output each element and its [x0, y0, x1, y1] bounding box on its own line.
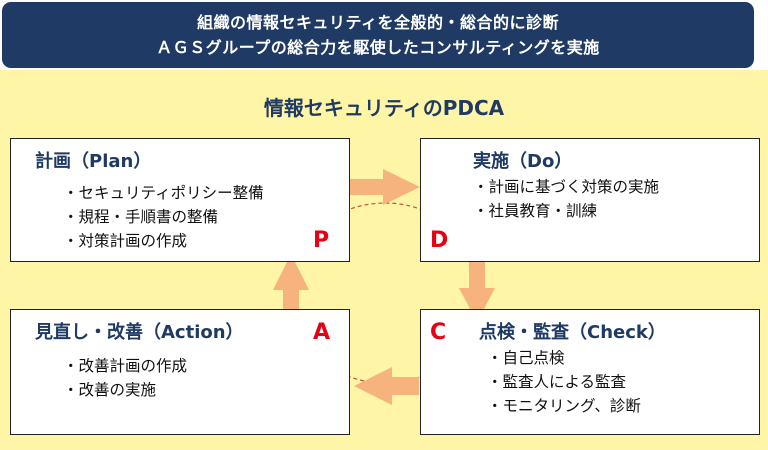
arrow-check-to-action — [354, 367, 419, 405]
arrow-do-to-check — [459, 262, 495, 322]
plan-items: ・セキュリティポリシー整備 ・規程・手順書の整備 ・対策計画の作成 — [63, 181, 264, 253]
banner-line-2: ＡＧＳグループの総合力を駆使したコンサルティングを実施 — [156, 38, 600, 57]
cycle-letter-c: C — [430, 320, 447, 345]
check-box: 点検・監査（Check） ・自己点検 ・監査人による監査 ・モニタリング、診断 — [420, 309, 760, 435]
diagram-title: 情報セキュリティのPDCA — [263, 96, 505, 120]
check-heading: 点検・監査（Check） — [479, 322, 666, 343]
do-items: ・計画に基づく対策の実施 ・社員教育・訓練 — [473, 175, 659, 223]
action-item: ・改善の実施 — [63, 381, 157, 399]
plan-item: ・規程・手順書の整備 — [63, 208, 219, 226]
plan-box: 計画（Plan） ・セキュリティポリシー整備 ・規程・手順書の整備 ・対策計画の… — [10, 138, 350, 262]
plan-item: ・対策計画の作成 — [63, 232, 188, 250]
do-box: 実施（Do） ・計画に基づく対策の実施 ・社員教育・訓練 — [420, 138, 760, 262]
header-banner: 組織の情報セキュリティを全般的・総合的に診断 ＡＧＳグループの総合力を駆使したコ… — [2, 2, 754, 68]
plan-item: ・セキュリティポリシー整備 — [63, 184, 264, 202]
do-item: ・社員教育・訓練 — [473, 202, 598, 220]
check-items: ・自己点検 ・監査人による監査 ・モニタリング、診断 — [487, 346, 641, 418]
do-item: ・計画に基づく対策の実施 — [473, 178, 660, 196]
cycle-letter-d: D — [430, 228, 449, 253]
do-heading: 実施（Do） — [473, 151, 573, 172]
plan-heading: 計画（Plan） — [35, 151, 152, 172]
action-box: 見直し・改善（Action） ・改善計画の作成 ・改善の実施 — [10, 309, 350, 435]
banner-line-1: 組織の情報セキュリティを全般的・総合的に診断 — [196, 13, 560, 32]
arrow-plan-to-do — [350, 169, 420, 205]
action-item: ・改善計画の作成 — [63, 357, 188, 375]
arrow-action-to-plan — [273, 254, 309, 328]
action-items: ・改善計画の作成 ・改善の実施 — [63, 354, 187, 402]
cycle-letter-a: A — [313, 320, 331, 345]
check-item: ・自己点検 — [487, 349, 565, 367]
check-item: ・監査人による監査 — [487, 373, 627, 391]
cycle-letter-p: P — [313, 228, 330, 253]
check-item: ・モニタリング、診断 — [487, 397, 641, 415]
action-heading: 見直し・改善（Action） — [35, 322, 244, 343]
